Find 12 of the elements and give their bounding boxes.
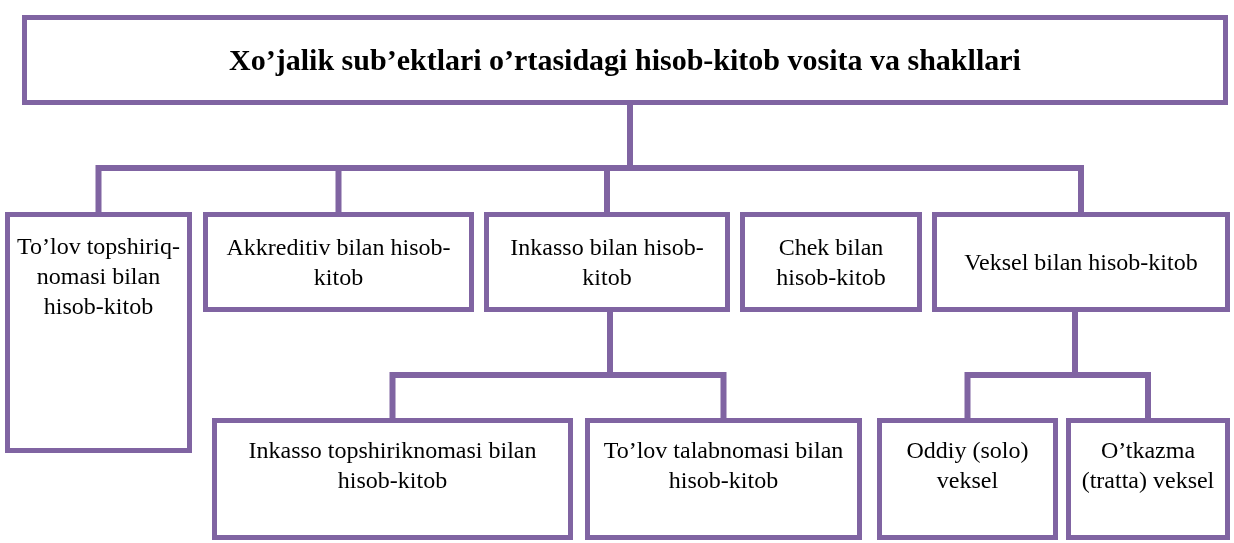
category-box: To’lov topshiriq-nomasi bilan hisob-kitob: [5, 212, 192, 453]
title-box: Xo’jalik sub’ektlari o’rtasidagi hisob-kitob vosita va shakllari: [22, 15, 1228, 105]
category-box: Veksel bilan hisob-kitob: [932, 212, 1230, 312]
category-box: Chek bilan hisob-kitob: [740, 212, 922, 312]
category-box: O’tkazma (tratta) veksel: [1066, 418, 1230, 540]
category-box: Akkreditiv bilan hisob-kitob: [203, 212, 474, 312]
connector-line: [1072, 312, 1151, 418]
connector-line: [607, 312, 727, 418]
category-box: Inkasso bilan hisob-kitob: [484, 212, 730, 312]
category-box: Inkasso topshiriknomasi bilan hisob-kitob: [212, 418, 573, 540]
category-box: Oddiy (solo) veksel: [877, 418, 1058, 540]
category-box: To’lov talabnomasi bilan hisob-kitob: [585, 418, 862, 540]
